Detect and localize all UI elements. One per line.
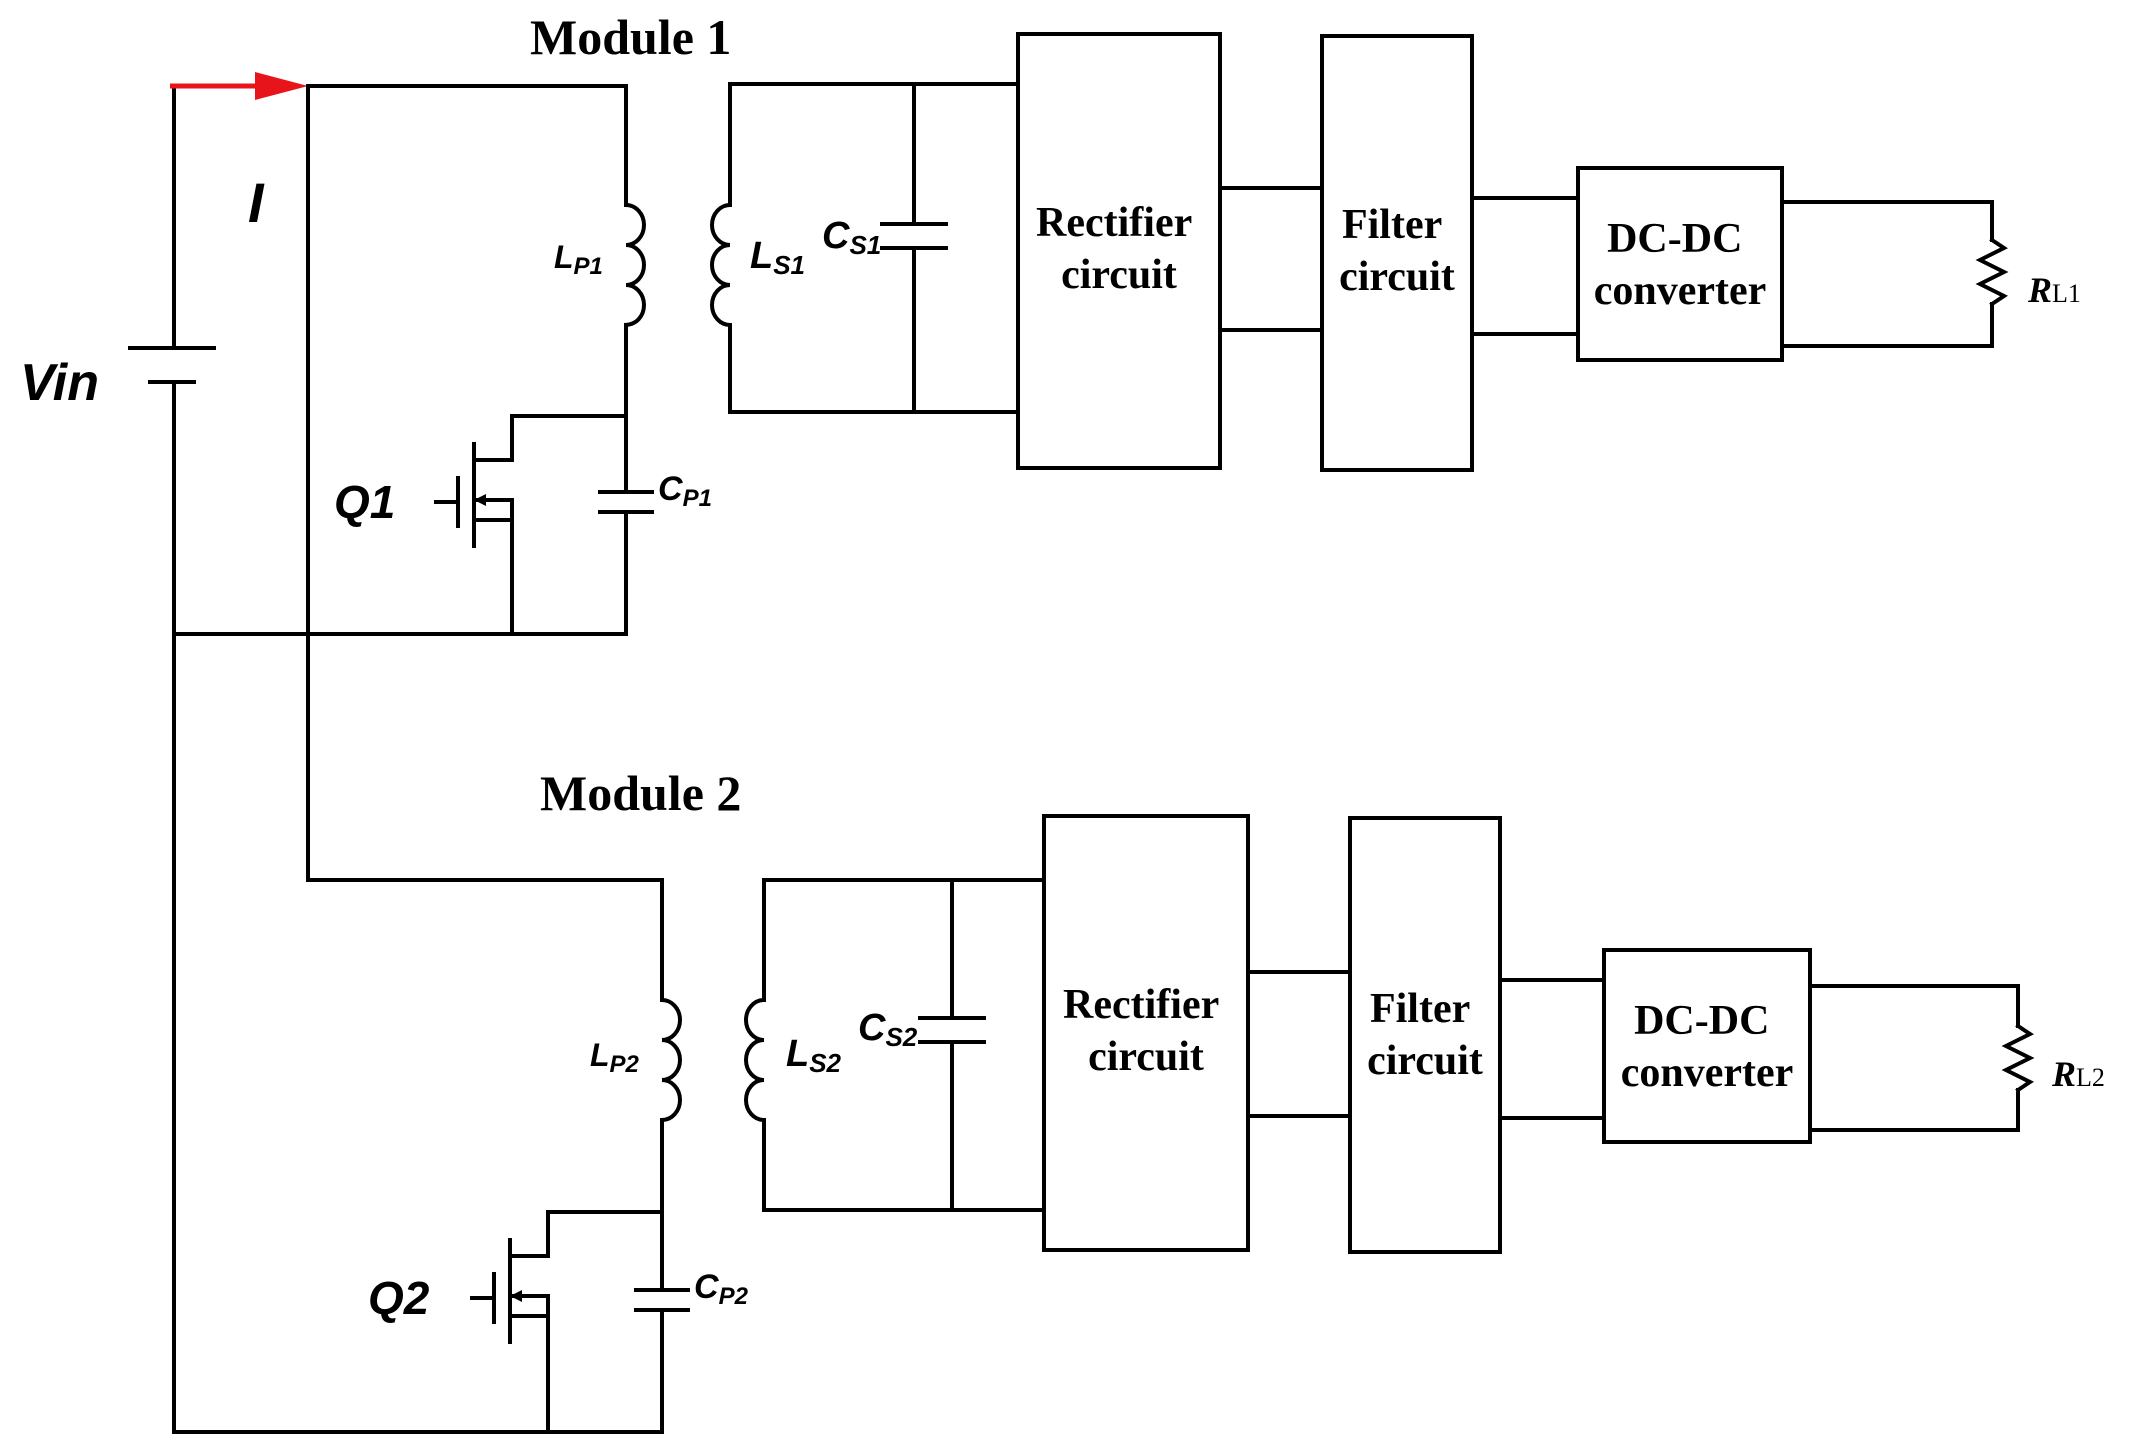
cs1-base: C (822, 215, 850, 257)
primary-inductor-1 (623, 202, 646, 328)
lp2-sub: P2 (610, 1051, 640, 1078)
svg-text:RL1: RL1 (2027, 270, 2081, 310)
source-label: Vin (20, 354, 99, 412)
module-2: Module 2 LP2 CP2 Q2 (368, 765, 2105, 1434)
lp2-base: L (590, 1037, 610, 1073)
ls2-sub: S2 (809, 1048, 841, 1078)
cs1-sub: S1 (849, 230, 881, 260)
rectifier-1-line2: circuit (1061, 252, 1177, 298)
svg-text:CP1: CP1 (658, 470, 712, 512)
module-1: Module 1 LP1 CP1 Q1 (306, 9, 2081, 636)
svg-text:LP2: LP2 (590, 1037, 640, 1078)
svg-text:LS2: LS2 (786, 1033, 842, 1078)
svg-text:CP2: CP2 (694, 1268, 749, 1310)
secondary-inductor-1 (710, 202, 733, 328)
rectifier-2-line1: Rectifier (1063, 982, 1219, 1028)
svg-text:DC-DC converter: DC-DC converter (1621, 998, 1794, 1096)
bus-wires (172, 84, 664, 1434)
filter-block-2 (1348, 816, 1502, 1254)
cp1-sub: P1 (683, 485, 712, 512)
lp1-sub: P1 (574, 253, 603, 280)
current-label: I (248, 171, 265, 234)
dcdc-block-2 (1602, 948, 1812, 1144)
cs2-base: C (858, 1007, 886, 1049)
module-2-title: Module 2 (540, 765, 741, 821)
rectifier-block-1 (1016, 32, 1222, 470)
svg-text:Filter circuit: Filter circuit (1339, 202, 1455, 300)
cs2-sub: S2 (885, 1022, 917, 1052)
filter-2-line2: circuit (1367, 1038, 1483, 1084)
mosfet-q2: Q2 (368, 1210, 664, 1434)
dcdc-1-line1: DC-DC (1607, 216, 1742, 262)
q1-label: Q1 (334, 476, 395, 528)
rl2-sub: L2 (2076, 1063, 2105, 1092)
q2-label: Q2 (368, 1272, 430, 1324)
primary-inductor-2 (659, 997, 682, 1123)
rectifier-block-2 (1042, 814, 1250, 1252)
dcdc-1-line2: converter (1594, 268, 1767, 314)
cp2-sub: P2 (719, 1283, 749, 1310)
svg-text:LP1: LP1 (554, 239, 603, 280)
lp1-base: L (554, 239, 574, 275)
svg-text:DC-DC converter: DC-DC converter (1594, 216, 1767, 314)
module-1-title: Module 1 (530, 9, 731, 65)
filter-block-1 (1320, 34, 1474, 472)
svg-text:Rectifier circuit: Rectifier circuit (1036, 200, 1202, 298)
dc-source: Vin (20, 84, 216, 1434)
load-resistor-2 (2001, 1023, 2035, 1093)
dcdc-2-line1: DC-DC (1634, 998, 1769, 1044)
mosfet-q1: Q1 (334, 414, 628, 636)
ls1-sub: S1 (773, 250, 805, 280)
filter-1-line2: circuit (1339, 254, 1455, 300)
ls1-base: L (750, 235, 773, 277)
svg-text:Filter circuit: Filter circuit (1367, 986, 1483, 1084)
secondary-inductor-2 (744, 997, 767, 1123)
filter-2-line1: Filter (1370, 986, 1470, 1032)
svg-text:CS1: CS1 (822, 215, 881, 260)
load-resistor-1 (1975, 237, 2009, 307)
svg-text:Rectifier circuit: Rectifier circuit (1063, 982, 1229, 1080)
cp2-base: C (694, 1268, 719, 1306)
rl2-base: R (2051, 1054, 2076, 1094)
dcdc-2-line2: converter (1621, 1050, 1794, 1096)
dcdc-block-1 (1576, 166, 1784, 362)
filter-1-line1: Filter (1342, 202, 1442, 248)
rectifier-1-line1: Rectifier (1036, 200, 1192, 246)
ls2-base: L (786, 1033, 809, 1075)
svg-text:RL2: RL2 (2051, 1054, 2105, 1094)
rl1-base: R (2027, 270, 2052, 310)
rectifier-2-line2: circuit (1088, 1034, 1204, 1080)
svg-text:LS1: LS1 (750, 235, 805, 280)
rl1-sub: L1 (2052, 279, 2081, 308)
cp1-base: C (658, 470, 683, 508)
svg-text:CS2: CS2 (858, 1007, 918, 1052)
current-arrow: I (170, 72, 308, 234)
